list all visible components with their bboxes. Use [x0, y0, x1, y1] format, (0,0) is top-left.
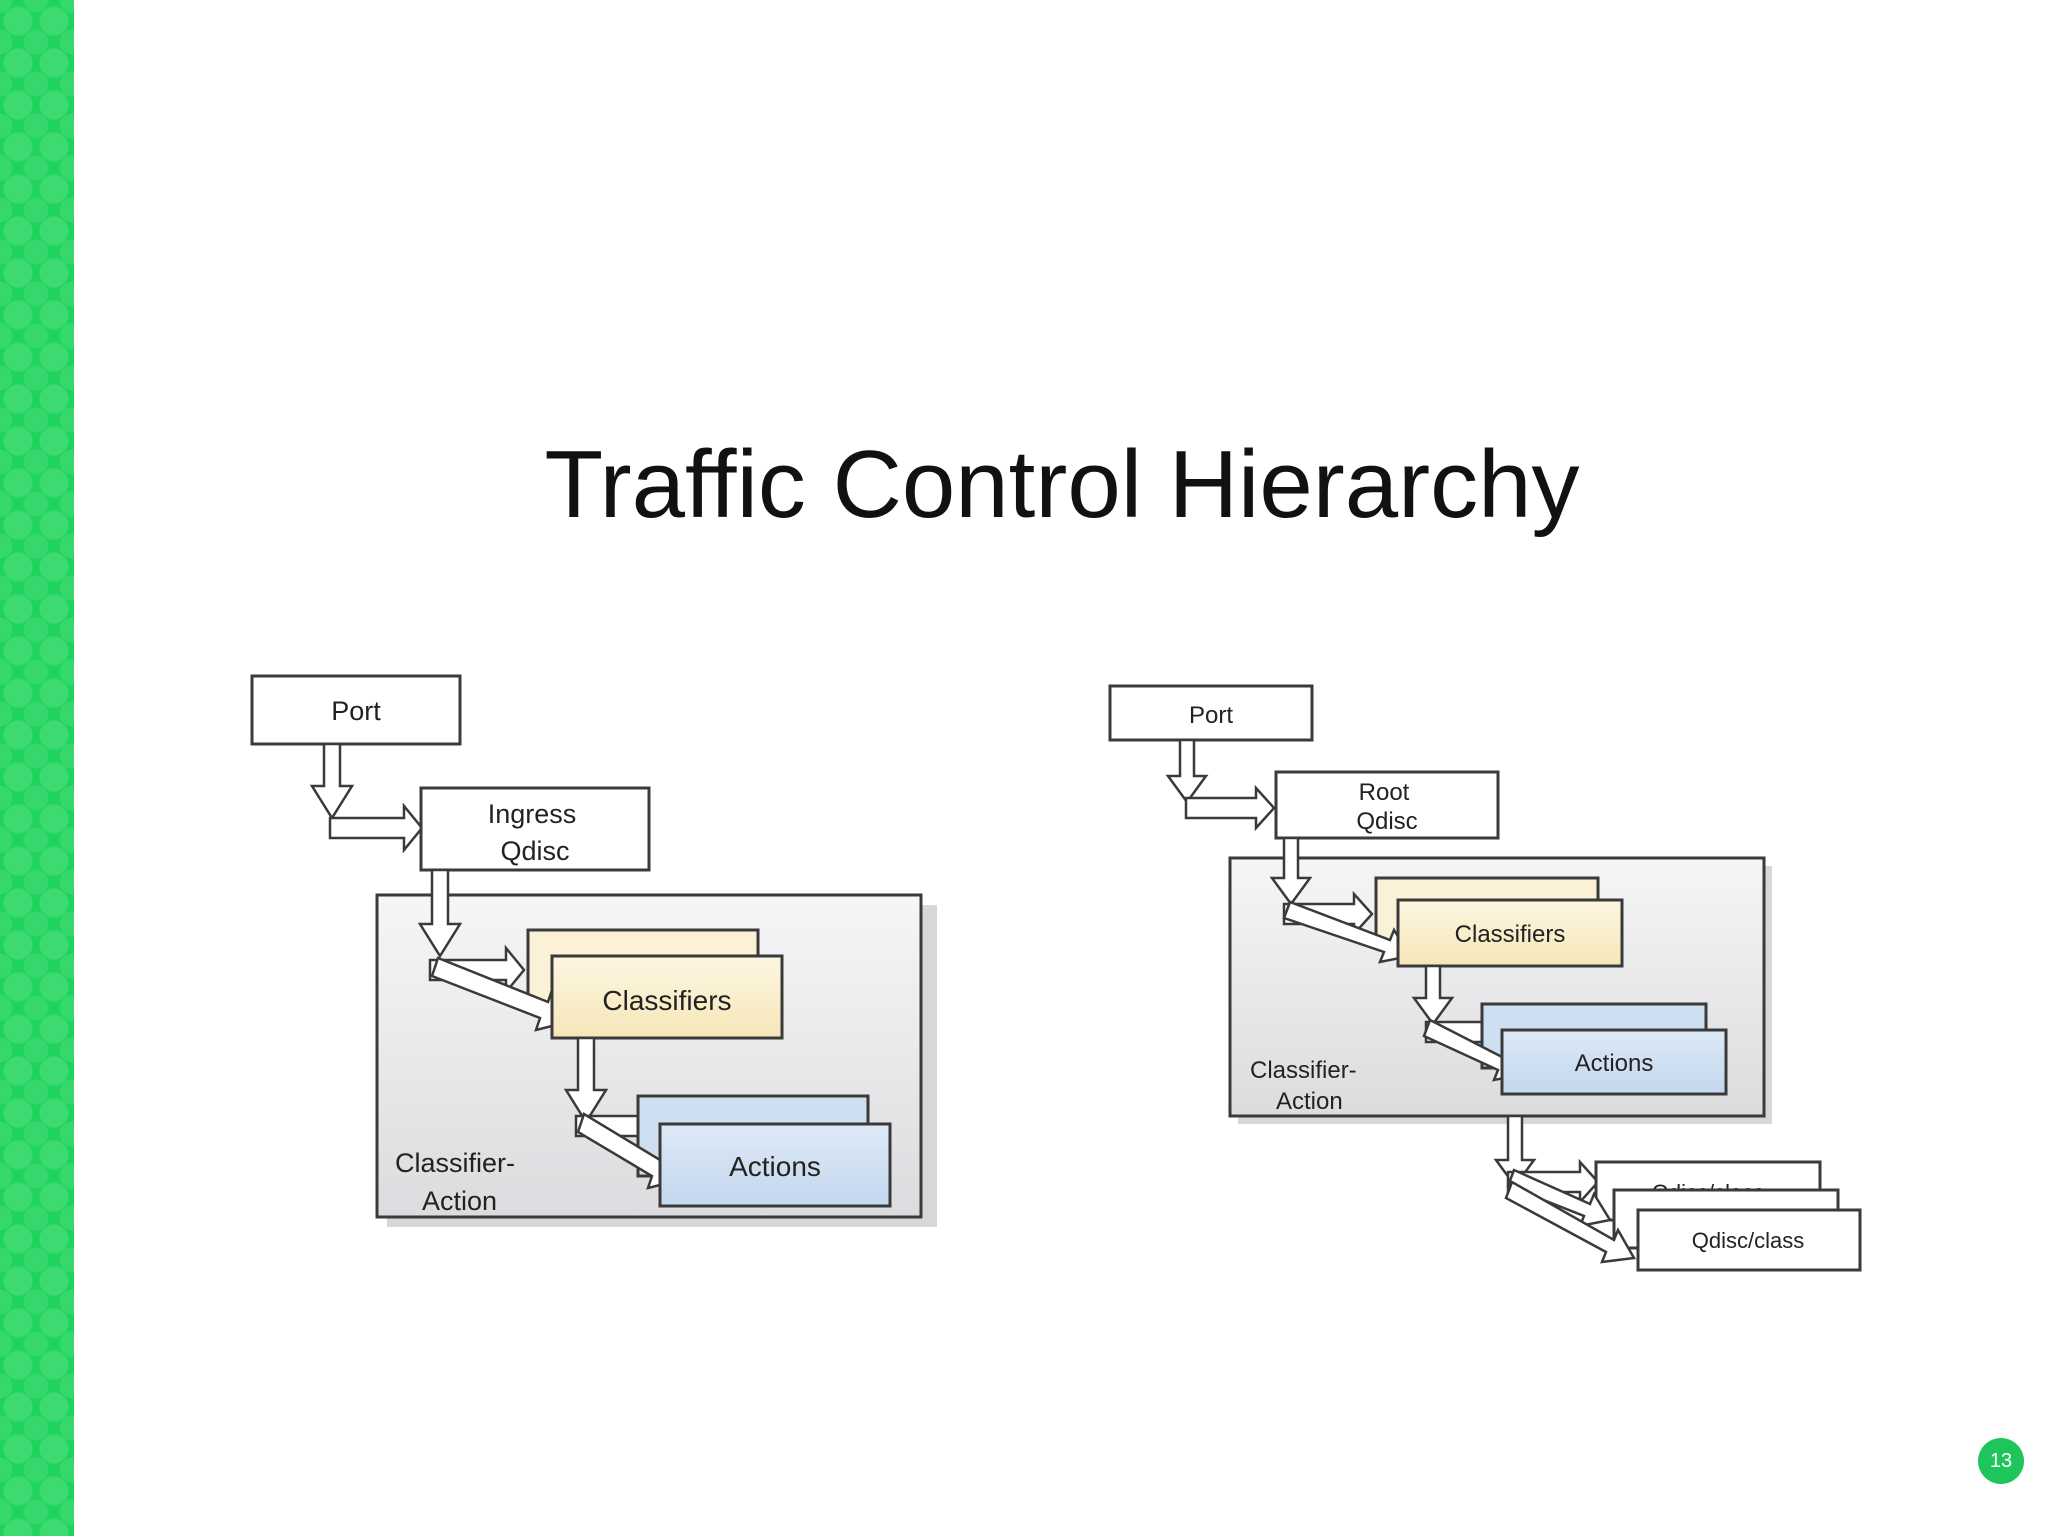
egress-to-qdisc-class-arrow-2 [1506, 1168, 1613, 1228]
egress-container-label-line1: Classifier- [1250, 1057, 1357, 1084]
page-number-badge: 13 [1978, 1438, 2024, 1484]
ingress-actions-box: Actions [658, 1122, 892, 1208]
egress-qdisc-label-line1: Root [1359, 779, 1410, 806]
egress-classifiers-label: Classifiers [1455, 921, 1566, 948]
egress-qdisc-class-front-label: Qdisc/class [1692, 1228, 1804, 1253]
egress-root-qdisc-box: Root Qdisc [1274, 770, 1500, 840]
egress-actions-box: Actions [1500, 1028, 1728, 1096]
ingress-port-to-qdisc-arrow-head [328, 802, 424, 854]
egress-actions-label: Actions [1575, 1050, 1654, 1077]
egress-port-down-arrow [1165, 738, 1209, 805]
egress-port-to-qdisc-arrow [1184, 784, 1276, 832]
ingress-port-to-qdisc-arrow [309, 742, 355, 821]
slide-title-wrap: Traffic Control Hierarchy [0, 430, 2048, 540]
ingress-classifiers-down-arrow [563, 1036, 609, 1125]
egress-classifiers-down-arrow [1411, 964, 1455, 1027]
ingress-classifiers-box: Classifiers [550, 954, 784, 1040]
egress-classifiers-box: Classifiers [1396, 898, 1624, 968]
ingress-container-label-line2: Action [422, 1186, 497, 1216]
ingress-classifiers-label: Classifiers [602, 985, 731, 1016]
egress-qdisc-down-arrow [1269, 836, 1313, 907]
egress-container-label-line2: Action [1276, 1088, 1343, 1115]
egress-diagram: Port Root Qdisc Classifier- Action Class… [1108, 684, 1862, 1272]
egress-to-qdisc-class-arrow-3 [1504, 1180, 1637, 1264]
ingress-diagram: Port Ingress Qdisc Classifier- Action Cl… [250, 674, 937, 1227]
ingress-qdisc-label-line2: Qdisc [500, 836, 569, 866]
ingress-port-box: Port [250, 674, 462, 746]
ingress-container-label-line1: Classifier- [395, 1148, 515, 1178]
slide-title: Traffic Control Hierarchy [544, 431, 1580, 538]
ingress-port-label: Port [331, 696, 381, 726]
ingress-qdisc-down-arrow [417, 868, 463, 959]
ingress-qdisc-label-line1: Ingress [488, 799, 577, 829]
ingress-qdisc-box: Ingress Qdisc [419, 786, 651, 872]
egress-port-box: Port [1108, 684, 1314, 742]
ingress-actions-label: Actions [729, 1151, 821, 1182]
egress-qdisc-class-front-box: Qdisc/class [1636, 1208, 1862, 1272]
decorative-side-band [0, 0, 74, 1536]
egress-qdisc-label-line2: Qdisc [1356, 808, 1417, 835]
egress-port-label: Port [1189, 702, 1233, 729]
